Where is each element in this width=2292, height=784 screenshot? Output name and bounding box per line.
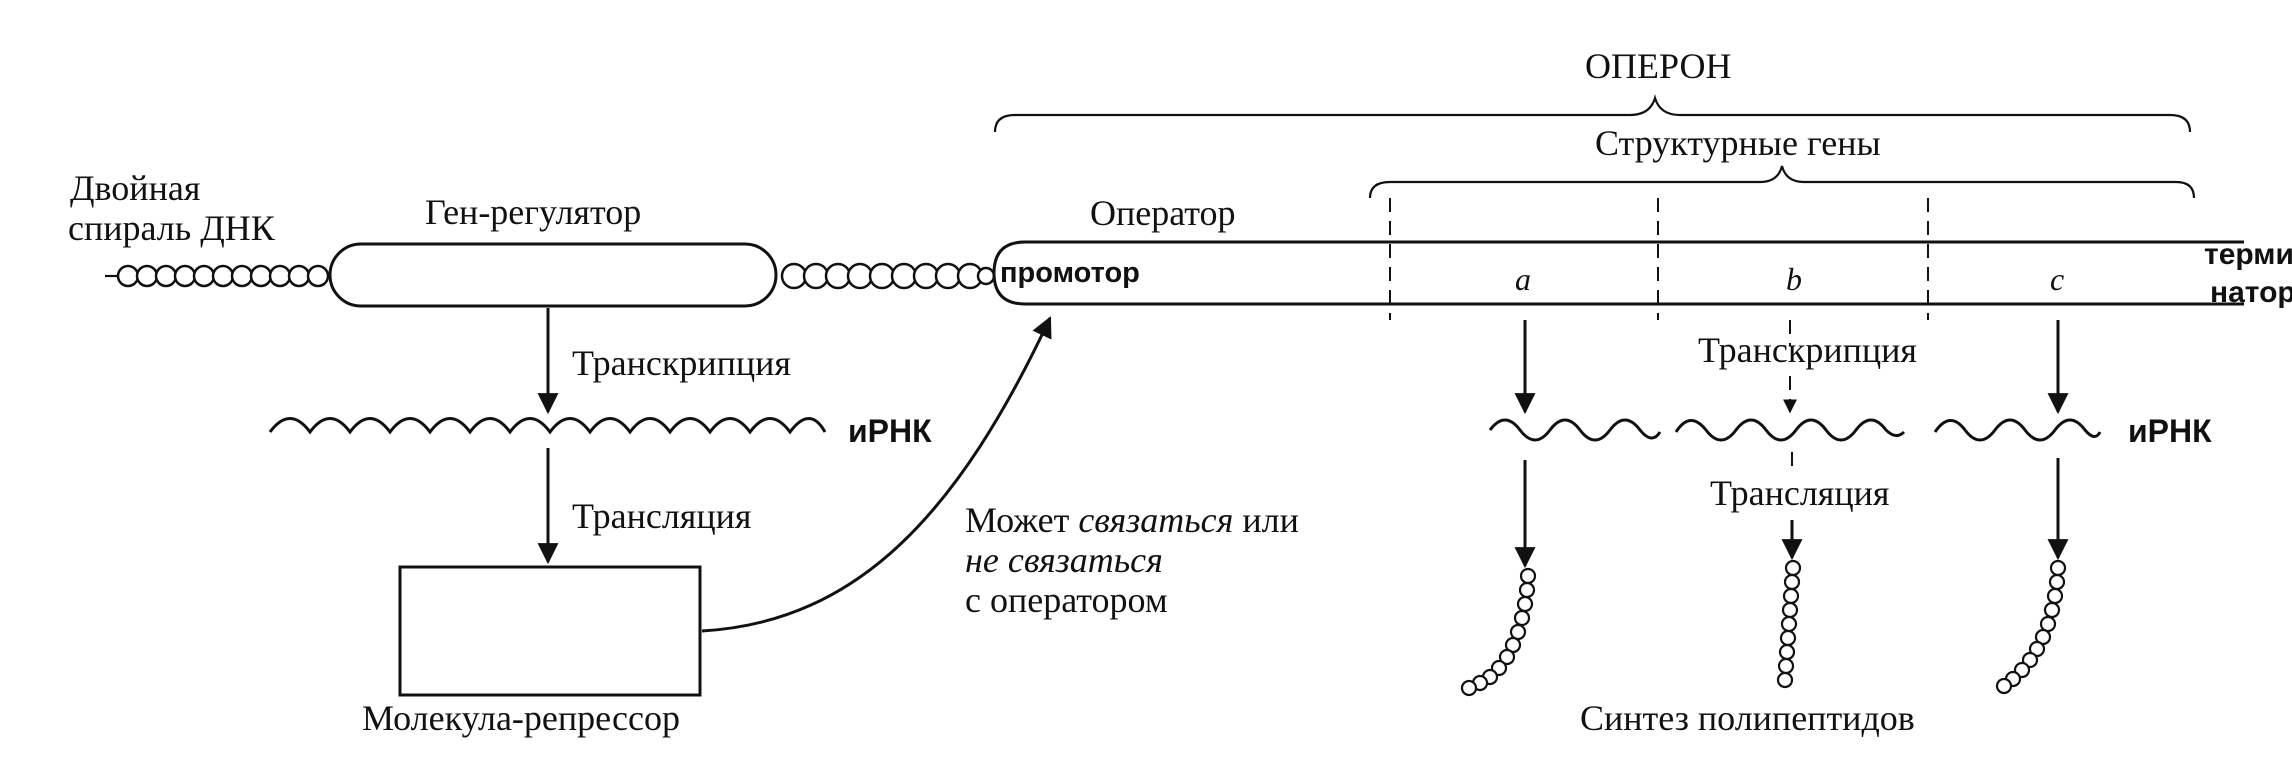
polypeptide-a [1460,567,1537,697]
structural-genes-brace [1368,165,2196,199]
mrna-a [1488,418,1662,442]
terminator-label-line1: терми- [2204,238,2292,271]
translation-label-right: Трансляция [1710,473,1889,513]
regulator-gene-capsule [328,242,778,308]
mrna-b [1674,418,1906,442]
repressor-label: Молекула-репрессор [362,698,680,738]
synthesis-label: Синтез полипептидов [1580,698,1915,738]
dna-label-line2: спираль ДНК [68,208,276,248]
gene-b-label: b [1786,261,1802,297]
polypeptide-b [1776,559,1802,689]
operon-body [992,240,2244,306]
transcription-label-right: Транскрипция [1698,330,1917,370]
structural-genes-label: Структурные гены [1595,123,1881,163]
dna-helix-left [105,264,330,288]
mrna-label-left: иРНК [848,413,932,449]
mrna-c [1933,418,2102,442]
binding-note-line3: с оператором [965,580,1168,620]
binding-note-start: Может [965,500,1078,540]
regulator-gene-label: Ген-регулятор [425,192,641,232]
repressor-binding-arrow [701,316,1052,633]
operator-label: Оператор [1090,193,1236,233]
binding-note-italic-1: связаться [1078,500,1233,540]
gene-a-label: a [1515,261,1531,297]
operon-brace [993,94,2192,133]
polypeptide-c [1995,559,2067,695]
binding-note-end: или [1233,500,1299,540]
mrna-label-right: иРНК [2128,413,2212,449]
mrna-left [268,417,827,435]
promoter-label: промотор [1000,257,1140,289]
dna-helix-middle [780,262,996,290]
transcription-label-left: Транскрипция [572,343,791,383]
binding-note-line1: Может связаться или [965,500,1299,540]
gene-c-label: c [2050,261,2064,297]
repressor-box [398,565,702,697]
terminator-label-line2: натор [2210,276,2292,309]
binding-note-line2: не связаться [965,540,1163,580]
operon-label: ОПЕРОН [1585,46,1731,86]
dna-label-line1: Двойная [70,168,200,208]
translation-label-left: Трансляция [572,496,751,536]
